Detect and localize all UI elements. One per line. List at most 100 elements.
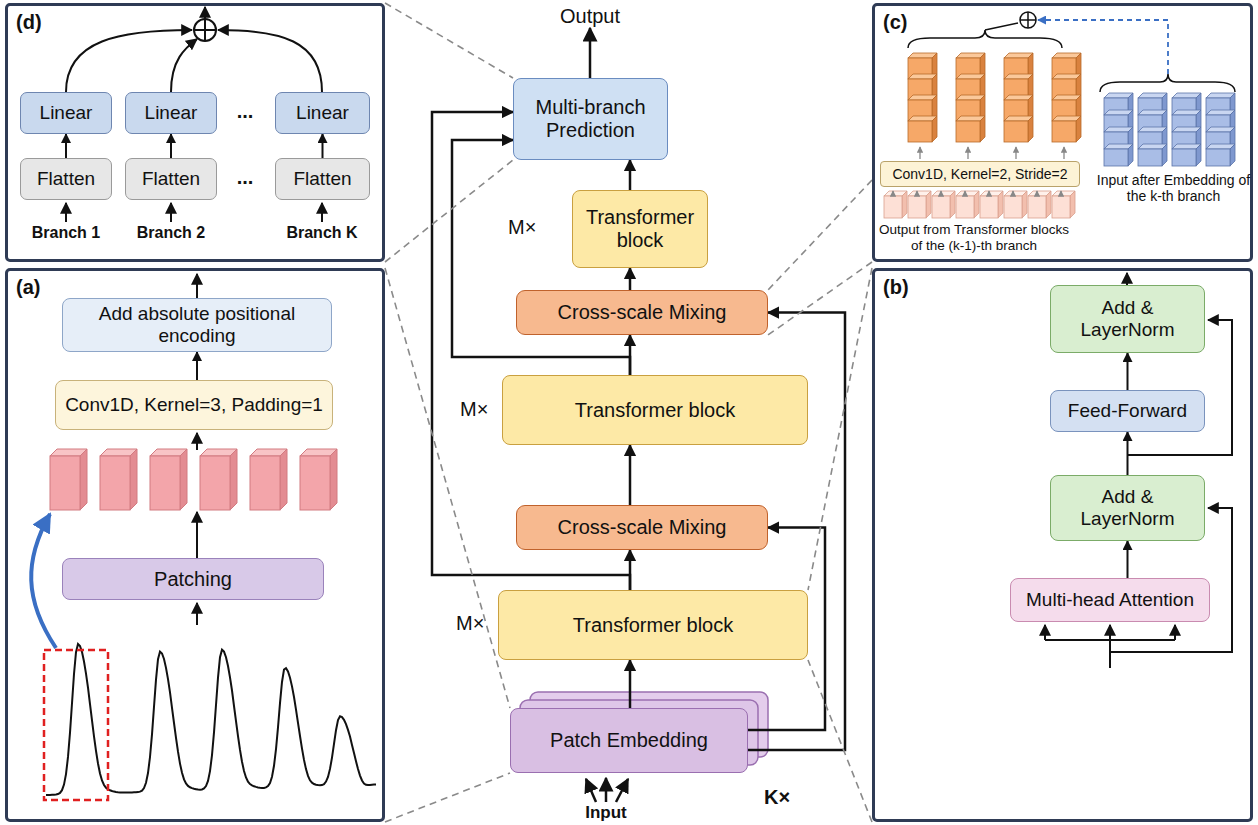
zoom-leader (768, 262, 872, 335)
shape (926, 191, 931, 218)
panel-label: (b) (883, 276, 909, 299)
linear-box: Linear (125, 92, 217, 134)
shape (908, 196, 926, 218)
shape (932, 196, 950, 218)
flow-arrow (65, 134, 67, 158)
caption-text: Output from Transformer blocks of the (k… (874, 222, 1074, 253)
embedding-box: Patch Embedding (510, 708, 748, 773)
branch-label: Branch 1 (18, 224, 114, 242)
shape (1196, 144, 1201, 166)
shape (300, 456, 330, 510)
addnorm-box: Add & LayerNorm (1050, 285, 1205, 353)
shape (892, 191, 893, 196)
box-text: Conv1D, Kernel=3, Padding=1 (65, 394, 323, 416)
output-label: Output (550, 5, 630, 28)
shape (1070, 191, 1075, 218)
box-text: Conv1D, Kernel=2, Stride=2 (892, 166, 1067, 182)
zoom-leader (385, 160, 513, 262)
shape (1206, 149, 1230, 166)
flow-arrow (196, 352, 198, 380)
conv-box: Conv1D, Kernel=3, Padding=1 (55, 380, 333, 430)
shape (1172, 149, 1196, 166)
shape (1046, 191, 1051, 218)
transformer-box: Transformer block (502, 375, 808, 445)
shape (80, 449, 87, 510)
branch-label: Branch 2 (123, 224, 219, 242)
flow-arrow (1127, 353, 1129, 390)
repeat-label: K× (764, 786, 814, 809)
zoom-leader (808, 268, 872, 590)
box-text: Multi-head Attention (1026, 589, 1194, 611)
box-text: Add & LayerNorm (1065, 297, 1190, 341)
flow-arrow (1127, 541, 1129, 578)
input-label: Input (566, 803, 646, 823)
branch-label: Branch K (273, 224, 371, 242)
shape (1028, 116, 1033, 142)
shape (902, 191, 907, 218)
shape (250, 456, 280, 510)
shape (1138, 149, 1162, 166)
linear-box: Linear (20, 92, 112, 134)
box-text: Linear (40, 102, 93, 124)
shape (998, 191, 1003, 218)
shape (150, 456, 180, 510)
shape (180, 449, 187, 510)
shape (1022, 191, 1027, 218)
panel-label: (c) (883, 11, 907, 34)
box-text: Add absolute positional encoding (71, 303, 323, 347)
shape (330, 449, 337, 510)
shape (916, 191, 917, 196)
shape (908, 121, 932, 142)
shape (988, 191, 989, 196)
shape (974, 191, 979, 218)
shape (940, 191, 941, 196)
flow-arrow (1127, 432, 1129, 475)
shape (230, 449, 237, 510)
box-text: Linear (145, 102, 198, 124)
box-text: Transformer block (581, 206, 699, 252)
shape (1230, 144, 1235, 166)
mixing-box: Cross-scale Mixing (516, 290, 768, 335)
zoom-leader (385, 773, 510, 822)
ellipsis: ... (225, 100, 265, 123)
flow-arrow (629, 160, 632, 190)
shape (1052, 121, 1076, 142)
repeat-label: M× (460, 398, 510, 421)
panel-box: (a)Add absolute positional encodingConv1… (5, 268, 385, 822)
panel-box: (b)Add & LayerNormFeed-ForwardAdd & Laye… (872, 268, 1253, 822)
panel-box: (d)LinearLinearLinearFlattenFlattenFlatt… (5, 3, 385, 262)
shape (1004, 121, 1028, 142)
braces (908, 12, 1235, 92)
shape (50, 456, 80, 510)
ellipsis: ... (225, 166, 265, 189)
shape (1052, 196, 1070, 218)
prediction-box: Multi-branch Prediction (513, 78, 668, 160)
transformer-box: Transformer block (498, 590, 808, 660)
zoom-leader (385, 268, 510, 708)
box-text: Feed-Forward (1068, 400, 1187, 422)
attention-box: Multi-head Attention (1010, 578, 1210, 622)
flow-arrow (629, 268, 632, 290)
encoding-box: Add absolute positional encoding (62, 298, 332, 352)
shape (980, 116, 985, 142)
zoom-leader (768, 180, 872, 290)
repeat-label: M× (508, 216, 558, 239)
mixing-box: Cross-scale Mixing (516, 505, 768, 550)
shape (956, 196, 974, 218)
repeat-label: M× (456, 612, 506, 635)
box-text: Multi-branch Prediction (522, 96, 659, 142)
shape (964, 191, 965, 196)
shape (967, 147, 968, 159)
box-text: Patch Embedding (550, 729, 708, 752)
feedforward-box: Feed-Forward (1050, 390, 1205, 432)
box-text: Flatten (293, 168, 351, 190)
zoom-leader (808, 660, 872, 822)
patch-blocks (50, 449, 337, 510)
shape (1076, 116, 1081, 142)
shape (1128, 144, 1133, 166)
shape (1104, 149, 1128, 166)
box-text: Transformer block (573, 614, 733, 637)
flatten-box: Flatten (20, 158, 112, 200)
patch-arrow (31, 514, 56, 648)
flow-arrow (170, 134, 172, 158)
